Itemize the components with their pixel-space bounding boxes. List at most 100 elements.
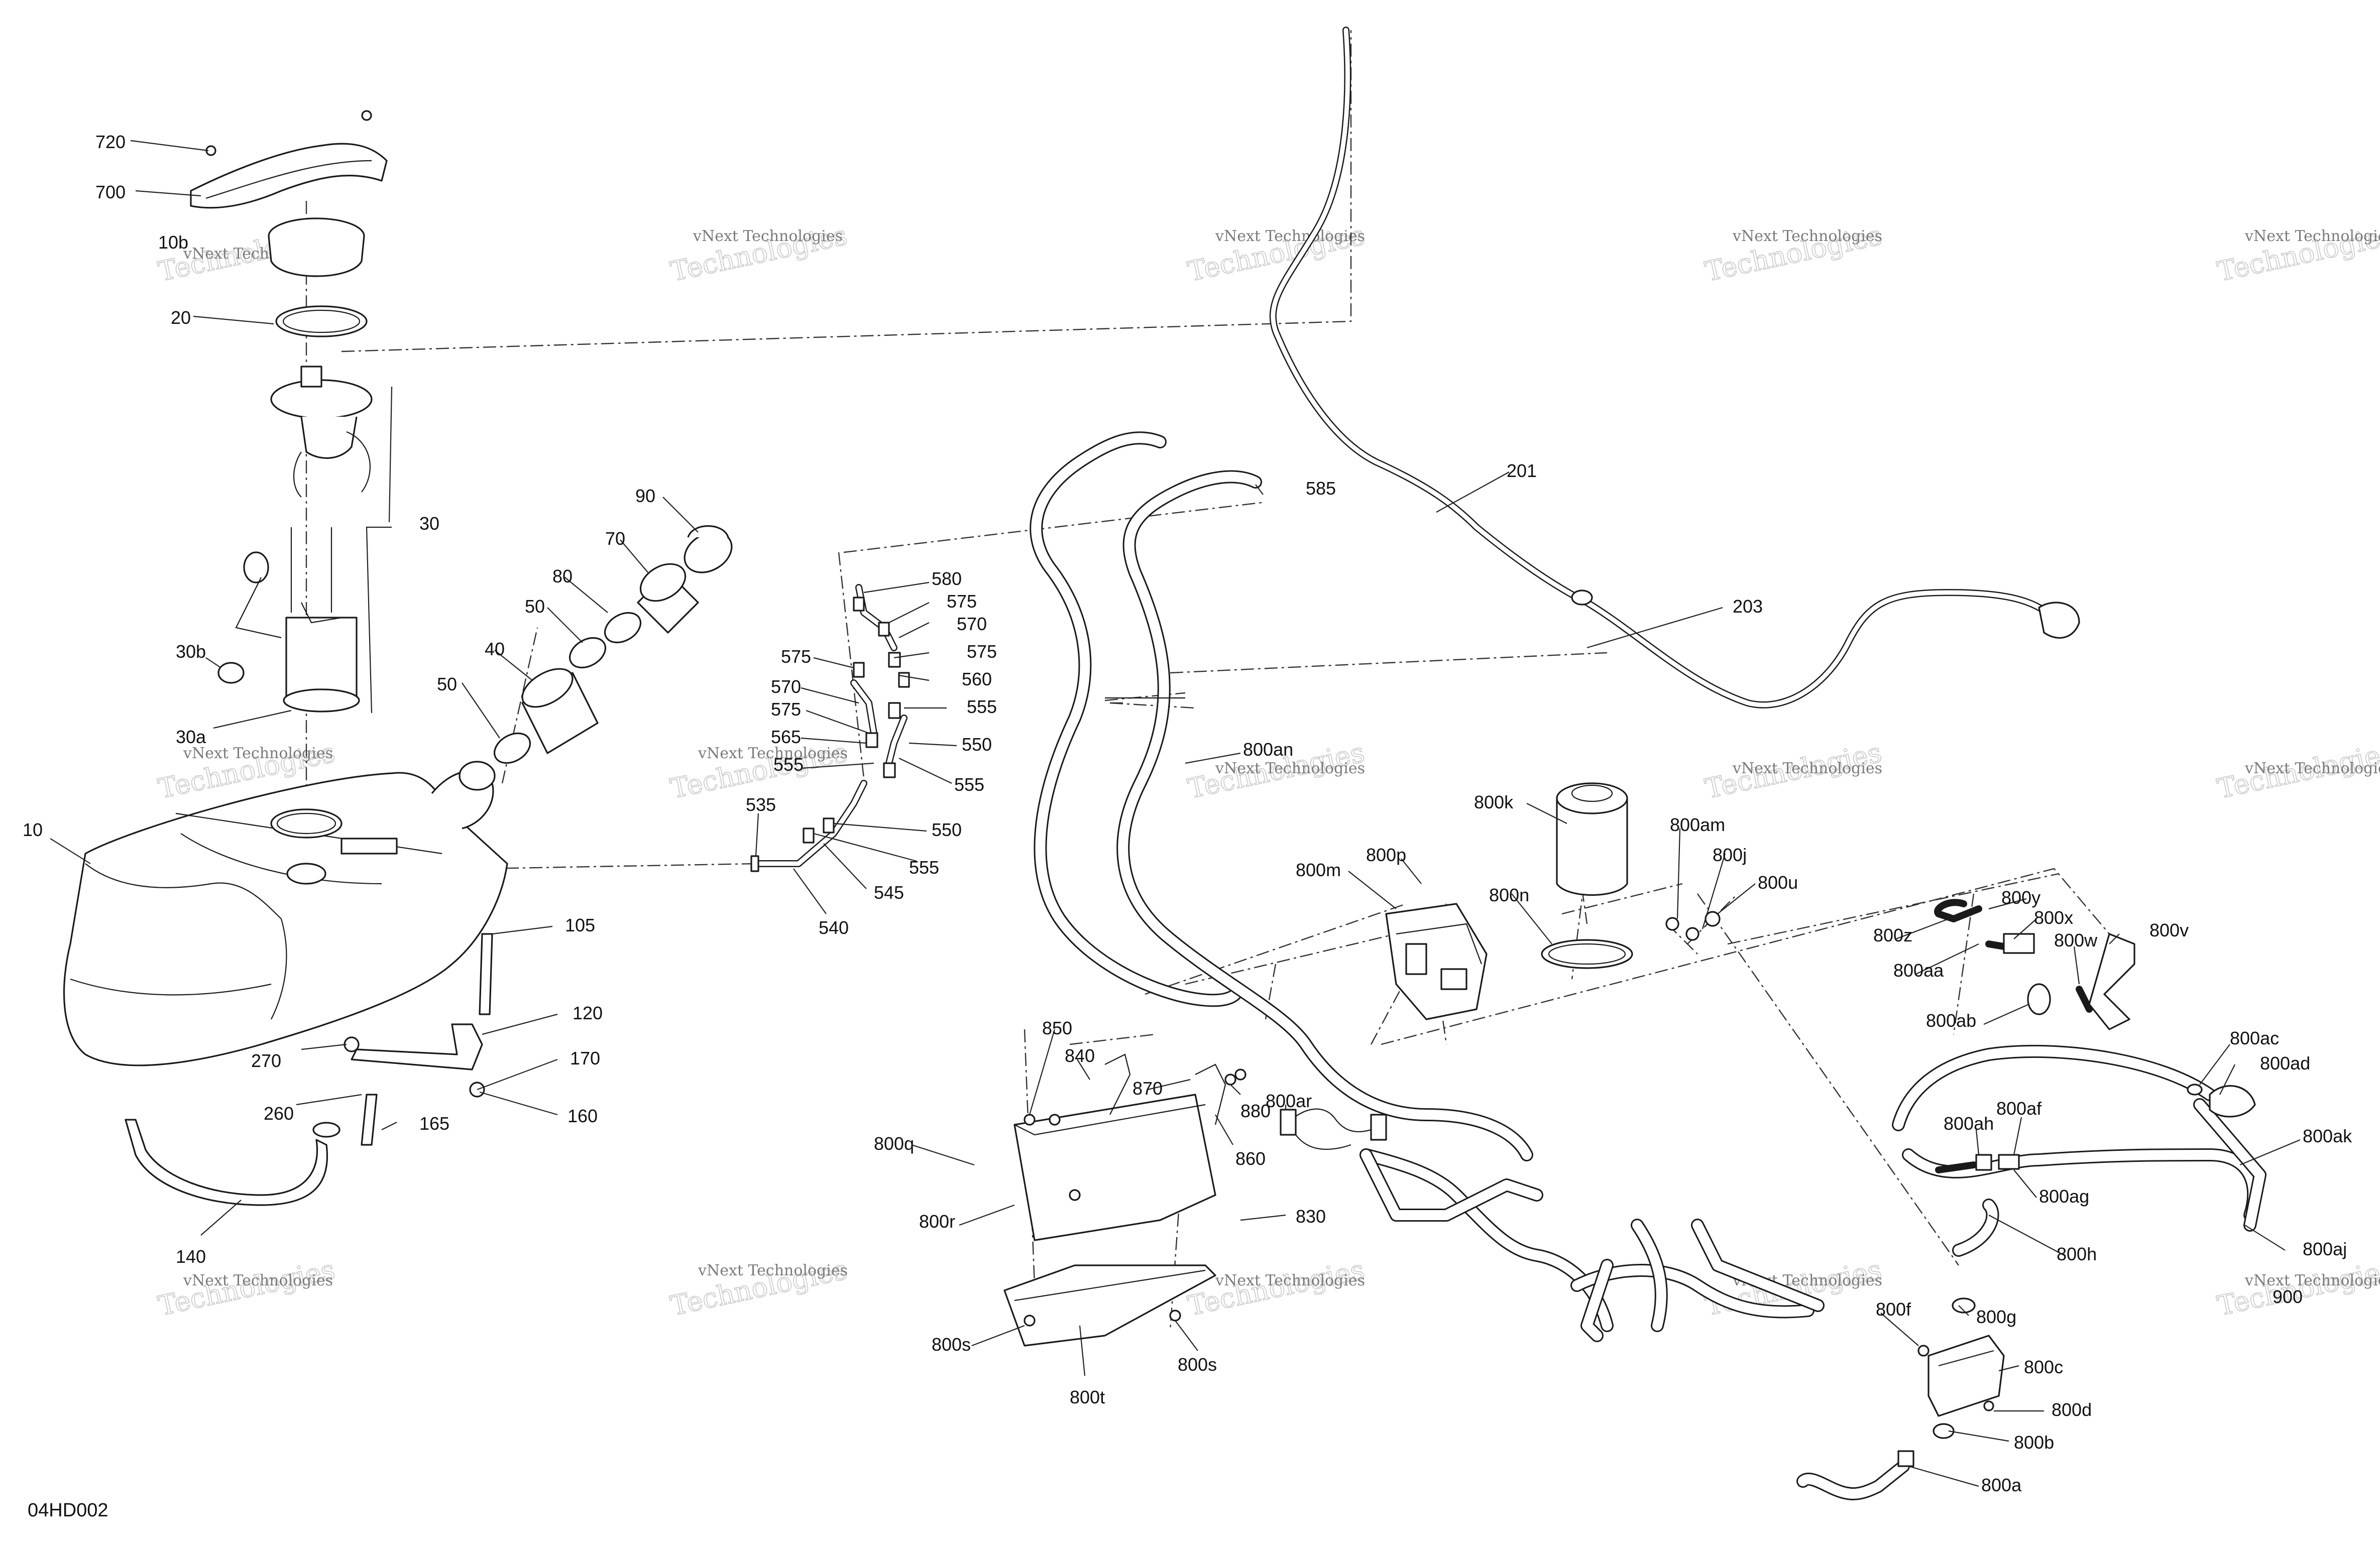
- vent-module-800c: [1796, 1335, 2005, 1500]
- callout-550-a: 550: [962, 734, 992, 755]
- callout-800n: 800n: [1489, 885, 1529, 905]
- callout-840: 840: [1065, 1045, 1095, 1066]
- callout-170: 170: [570, 1048, 600, 1069]
- callout-30: 30: [419, 513, 439, 534]
- fuel-pump-module: [190, 110, 388, 713]
- callout-575-c: 575: [967, 641, 997, 662]
- callout-830: 830: [1296, 1206, 1326, 1227]
- callout-800v: 800v: [2149, 920, 2189, 940]
- svg-text:vNext Technologies: vNext Technologies: [698, 745, 848, 762]
- callout-201: 201: [1507, 460, 1537, 481]
- small-line-cluster: [750, 584, 910, 872]
- evap-canister: [1541, 782, 1721, 969]
- svg-text:vNext Technologies: vNext Technologies: [698, 1262, 848, 1279]
- callout-800an: 800an: [1243, 739, 1293, 760]
- main-hose-run: [1030, 431, 1825, 1342]
- callout-800af: 800af: [1996, 1098, 2042, 1119]
- callout-270: 270: [251, 1050, 281, 1071]
- svg-text:vNext Technologies: vNext Technologies: [693, 227, 843, 245]
- callout-575-a: 575: [947, 591, 977, 612]
- callout-800w: 800w: [2054, 930, 2098, 951]
- callout-800t: 800t: [1070, 1387, 1105, 1407]
- callout-870: 870: [1132, 1078, 1163, 1099]
- callout-800g: 800g: [1976, 1307, 2016, 1327]
- callout-550-b: 550: [932, 819, 962, 840]
- callout-860: 860: [1235, 1148, 1266, 1169]
- diagram-code: 04HD002: [28, 1500, 108, 1521]
- filler-neck-parts: [494, 525, 733, 764]
- callout-800s-right: 800s: [1178, 1354, 1217, 1375]
- callout-800m: 800m: [1296, 860, 1341, 880]
- callout-540: 540: [819, 917, 849, 938]
- guard-700: [190, 143, 388, 209]
- callout-10: 10: [23, 819, 43, 840]
- callout-575-b: 575: [781, 646, 811, 667]
- callout-70: 70: [605, 528, 625, 549]
- callout-165: 165: [419, 1113, 449, 1134]
- callout-800am: 800am: [1670, 814, 1725, 835]
- callout-30a: 30a: [176, 727, 206, 747]
- callout-560: 560: [962, 669, 992, 689]
- callout-labels: 720 700 10b 20 30 30b 30a 10 90 70 80 50…: [23, 132, 2352, 1495]
- fuel-tank: [63, 761, 508, 1066]
- callout-800j: 800j: [1713, 845, 1747, 865]
- callout-800ak: 800ak: [2303, 1126, 2352, 1146]
- callout-140: 140: [176, 1246, 206, 1267]
- skid-plate-800t: [1003, 1264, 1216, 1347]
- callout-20: 20: [171, 307, 191, 328]
- callout-90: 90: [635, 486, 655, 506]
- svg-text:vNext Technologies: vNext Technologies: [2244, 227, 2380, 245]
- svg-text:vNext Technologies: vNext Technologies: [1732, 227, 1882, 245]
- callout-800p: 800p: [1366, 845, 1406, 865]
- callout-800q: 800q: [874, 1133, 914, 1154]
- callout-800ar: 800ar: [1266, 1091, 1312, 1111]
- callout-800h: 800h: [2057, 1244, 2097, 1264]
- callout-880: 880: [1240, 1101, 1271, 1121]
- callout-555-a: 555: [967, 696, 997, 717]
- callout-80: 80: [552, 566, 573, 586]
- callout-585: 585: [1306, 478, 1336, 499]
- leader-lines: [50, 140, 2301, 1487]
- callout-800s-left: 800s: [932, 1334, 971, 1355]
- callout-800y: 800y: [2001, 887, 2041, 908]
- callout-800x: 800x: [2034, 907, 2073, 928]
- callout-555-c: 555: [954, 774, 984, 795]
- callout-565: 565: [771, 727, 801, 747]
- callout-800d: 800d: [2052, 1399, 2092, 1420]
- callout-800z: 800z: [1873, 925, 1912, 945]
- callout-800b: 800b: [2014, 1432, 2054, 1453]
- svg-text:vNext Technologies: vNext Technologies: [1732, 760, 1882, 777]
- callout-900: 900: [2273, 1286, 2303, 1307]
- svg-text:vNext Technologies: vNext Technologies: [1215, 1272, 1365, 1289]
- svg-text:vNext Technologies: vNext Technologies: [183, 745, 333, 762]
- callout-720: 720: [95, 132, 126, 152]
- callout-800ad: 800ad: [2260, 1053, 2310, 1074]
- callout-580: 580: [932, 568, 962, 589]
- callout-850: 850: [1042, 1018, 1072, 1038]
- svg-text:vNext Technologies: vNext Technologies: [2244, 1272, 2380, 1289]
- callout-700: 700: [95, 182, 126, 202]
- callout-800f: 800f: [1876, 1299, 1911, 1320]
- callout-50-upper: 50: [525, 596, 545, 617]
- purge-valve-800m: [1385, 903, 1488, 1020]
- callout-800ah: 800ah: [1944, 1113, 1994, 1134]
- callout-575-d: 575: [771, 699, 801, 720]
- callout-50-lower: 50: [437, 674, 457, 694]
- svg-text:vNext Technologies: vNext Technologies: [2244, 760, 2380, 777]
- svg-text:vNext Technologies: vNext Technologies: [1215, 760, 1365, 777]
- callout-10b: 10b: [158, 232, 188, 253]
- vent-line-201-203: [1269, 27, 2080, 708]
- callout-800r: 800r: [919, 1211, 955, 1232]
- callout-203: 203: [1733, 596, 1763, 617]
- callout-555-b: 555: [773, 754, 804, 775]
- callout-120: 120: [573, 1003, 603, 1023]
- callout-800c: 800c: [2024, 1357, 2063, 1377]
- callout-535: 535: [746, 794, 776, 815]
- seal-20: [275, 305, 368, 337]
